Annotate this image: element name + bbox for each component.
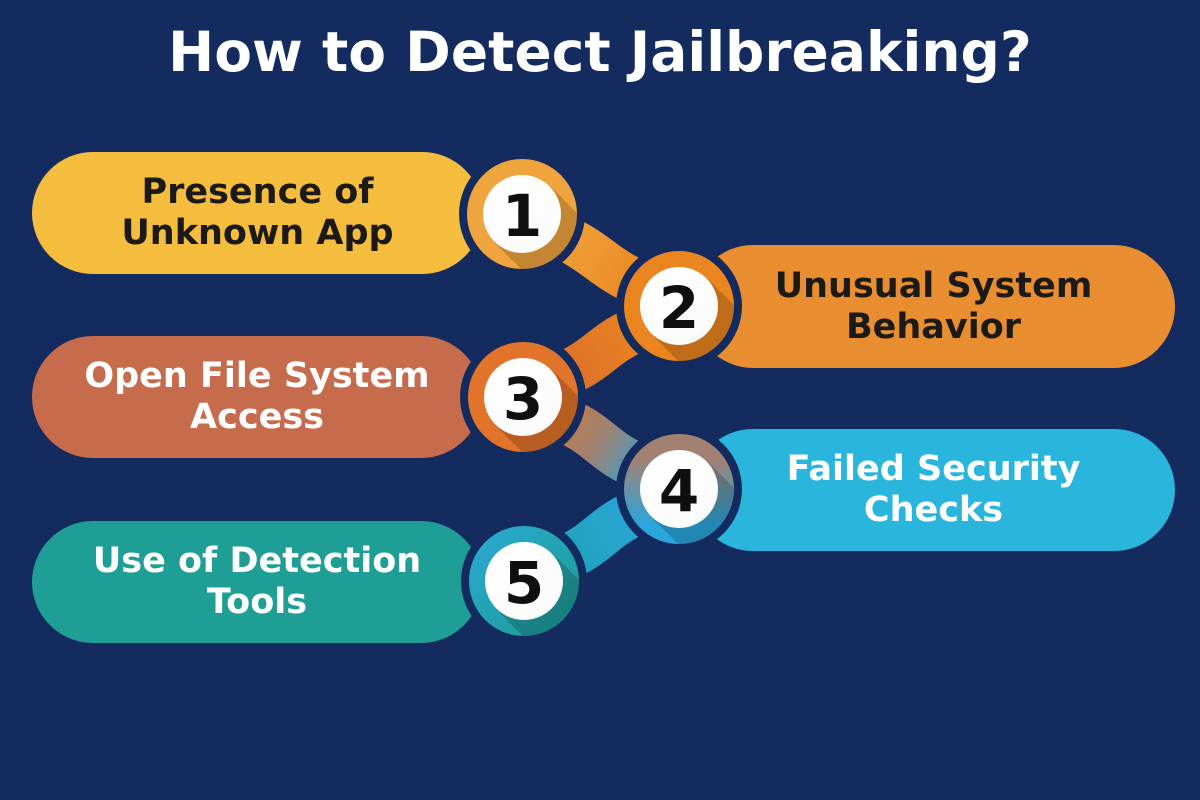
badge-ring-1 [467, 159, 577, 269]
item-pill-2: Unusual System Behavior [692, 245, 1175, 368]
item-2-line2: Behavior [845, 306, 1022, 347]
link-3-4 [528, 387, 674, 499]
link-1-2 [527, 204, 674, 316]
link-2-3 [528, 296, 674, 407]
badge-ring-5 [469, 526, 579, 636]
item-2-line1: Unusual System [774, 265, 1093, 306]
infographic-title: How to Detect Jailbreaking? [168, 20, 1032, 84]
badge-shadow-1 [494, 186, 577, 269]
item-pill-1: Presence of Unknown App [32, 152, 483, 274]
badge-ball-5 [485, 542, 563, 620]
step-number-5: 5 [504, 549, 544, 617]
item-5-line2: Tools [206, 582, 308, 622]
step-badge-3: 3 [460, 334, 586, 460]
item-5-line1: Use of Detection [92, 541, 422, 582]
item-4-line2: Checks [863, 490, 1004, 530]
badge-ring-3 [468, 342, 578, 452]
item-pill-4: Failed Security Checks [692, 429, 1175, 551]
badge-shadow-3 [495, 369, 578, 452]
item-pill-5: Use of Detection Tools [32, 521, 482, 643]
item-1-line1: Presence of [141, 172, 374, 213]
item-3-line1: Open File System [84, 356, 430, 397]
badge-shadow-5 [496, 553, 579, 636]
item-4-line1: Failed Security [786, 449, 1081, 490]
step-number-1: 1 [502, 182, 542, 250]
step-number-3: 3 [503, 365, 543, 433]
badge-ball-3 [484, 358, 562, 436]
link-4-5 [529, 479, 674, 591]
item-1-line2: Unknown App [121, 213, 394, 253]
step-badge-5: 5 [461, 518, 587, 644]
item-pill-3: Open File System Access [32, 336, 482, 458]
item-3-line2: Access [190, 397, 324, 437]
badge-ball-1 [483, 175, 561, 253]
